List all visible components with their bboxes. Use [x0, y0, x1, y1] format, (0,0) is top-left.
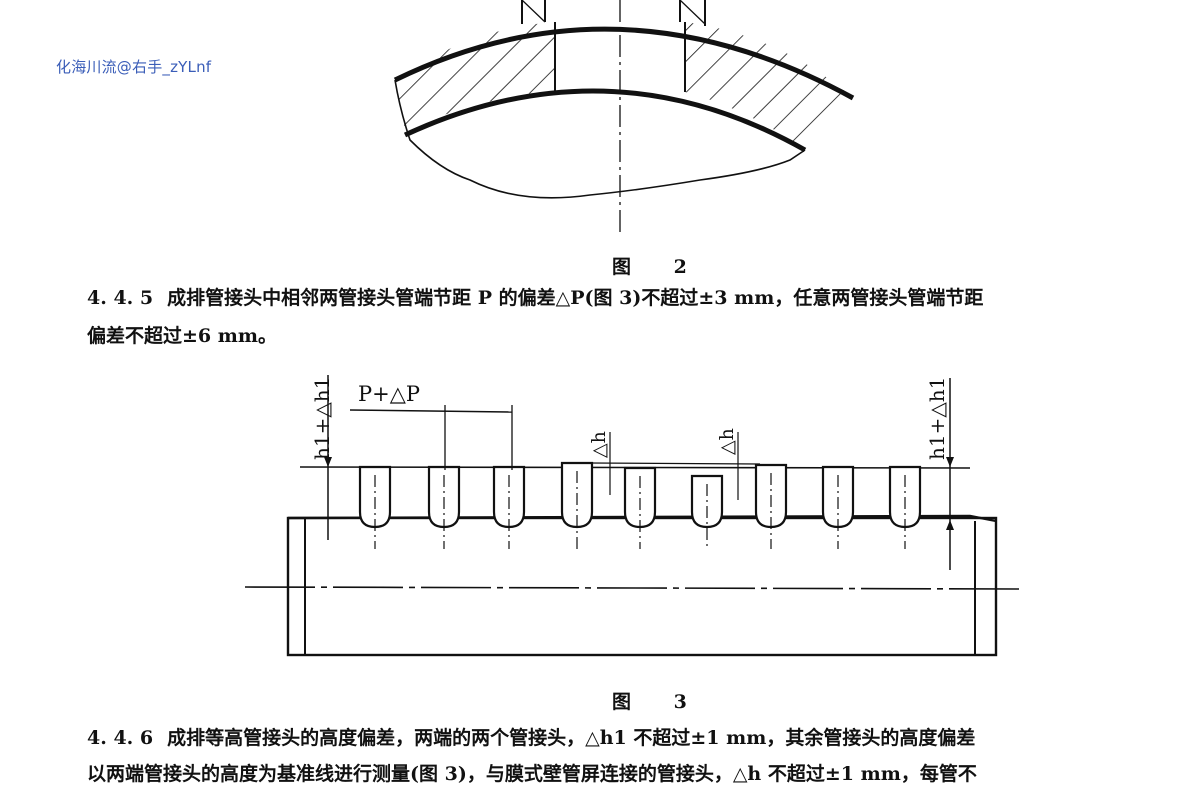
label-delta-h-b: △h — [716, 428, 738, 455]
label-right-height: h1+△h1 — [925, 376, 949, 460]
clause-4-4-6-line-2: 以两端管接头的高度为基准线进行测量(图 3)，与膜式壁管屏连接的管接头，△h 不… — [87, 763, 977, 785]
figure-3-caption: 图 3 — [612, 691, 705, 713]
watermark-text: 化海川流@右手_zYLnf — [56, 58, 212, 76]
figure-2-caption: 图 2 — [612, 256, 705, 278]
wall-section-right — [685, 22, 853, 148]
header-axis — [244, 586, 1021, 590]
clause-4-4-5-line-2: 偏差不超过±6 mm。 — [87, 325, 277, 347]
clause-number: 4. 4. 6 — [87, 727, 154, 749]
break-line — [394, 79, 806, 199]
label-delta-h-a: △h — [588, 431, 610, 458]
clause-text: 成排管接头中相邻两管接头管端节距 P 的偏差△P(图 3)不超过±3 mm，任意… — [167, 287, 984, 309]
inner-arc — [403, 88, 807, 153]
header-body — [286, 516, 998, 657]
wall-section-left — [395, 22, 555, 130]
clause-4-4-6-line-1: 4. 4. 6 成排等高管接头的高度偏差，两端的两个管接头，△h1 不超过±1 m… — [87, 718, 975, 758]
clause-4-4-5-line-1: 4. 4. 5 成排管接头中相邻两管接头管端节距 P 的偏差△P(图 3)不超过±… — [87, 278, 983, 318]
label-pitch: P+△P — [358, 382, 421, 406]
figure-3-drawing — [244, 375, 1021, 657]
clause-text: 成排等高管接头的高度偏差，两端的两个管接头，△h1 不超过±1 mm，其余管接头… — [167, 727, 976, 749]
clause-number: 4. 4. 5 — [87, 287, 154, 309]
figure-2-drawing — [393, 0, 855, 232]
outer-arc — [393, 26, 855, 101]
label-left-height: h1+△h1 — [310, 376, 334, 460]
tube-stubs — [287, 461, 997, 549]
